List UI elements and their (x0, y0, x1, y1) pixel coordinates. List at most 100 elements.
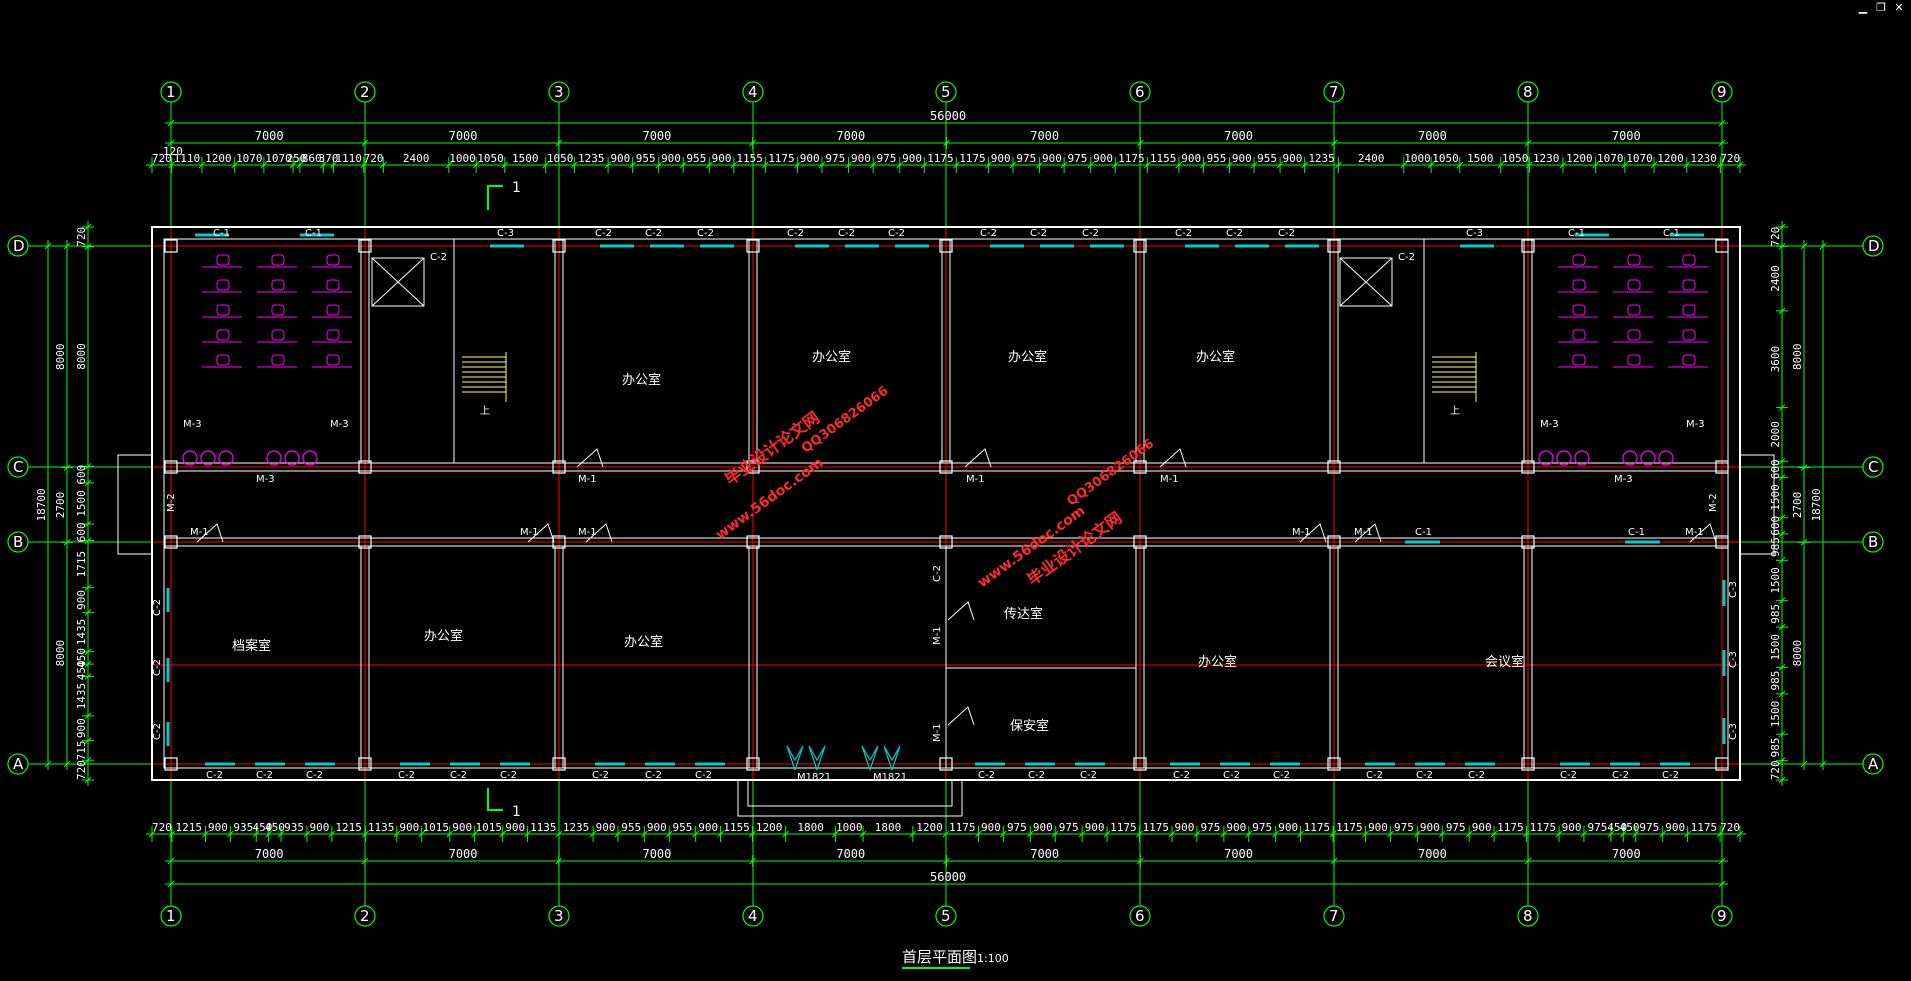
column (358, 535, 372, 549)
toilet-fixture (1682, 304, 1696, 316)
bottom-bay-dim-value: 7000 (1418, 847, 1447, 861)
element-tag-c-2: C-2 (592, 770, 609, 781)
element-tag-c-2: C-2 (980, 228, 997, 239)
element-tag-m-3: M-3 (1540, 419, 1559, 430)
column (1521, 460, 1535, 474)
top-detail-dim-value: 1230 (1690, 152, 1717, 165)
top-bay-dim-value: 7000 (1612, 129, 1641, 143)
close-button[interactable]: ✕ (1894, 1, 1904, 14)
bottom-detail-dim-value: 900 (1562, 821, 1582, 834)
bottom-detail-dim-value: 900 (1085, 821, 1105, 834)
bottom-detail-dim-value: 1215 (176, 821, 203, 834)
bottom-detail-dim-value: 975 (1446, 821, 1466, 834)
element-tag-c-2: C-2 (1028, 770, 1045, 781)
column (746, 239, 760, 253)
top-detail-dim-value: 1500 (512, 152, 539, 165)
element-tag-m-1: M-1 (1685, 527, 1704, 538)
element-tag-c-2: C-2 (1173, 770, 1190, 781)
top-detail-dim-value: 975 (877, 152, 897, 165)
toilet-fixture (326, 354, 340, 366)
dimension-lines (42, 118, 1829, 889)
element-tag-m-2: M-2 (166, 493, 177, 512)
bottom-total-dim-value: 56000 (930, 870, 966, 884)
top-detail-dim-value: 900 (1093, 152, 1113, 165)
bottom-detail-dim-value: 1800 (797, 821, 824, 834)
toilet-fixture (1682, 279, 1696, 291)
element-tag-m1821: M1821 (873, 772, 907, 783)
bottom-detail-dim-value: 900 (596, 821, 616, 834)
element-tag-c-2: C-2 (1398, 252, 1415, 263)
column (939, 460, 953, 474)
bottom-detail-dim-value: 1175 (1691, 821, 1718, 834)
bottom-detail-dim-value: 1175 (949, 821, 976, 834)
column (552, 535, 566, 549)
room-label: 档案室 (232, 638, 271, 654)
column (164, 535, 178, 549)
axis-letter-D: D (1868, 237, 1880, 255)
top-detail-dim-value: 1175 (1118, 152, 1145, 165)
top-detail-dim-value: 1175 (959, 152, 986, 165)
element-tag-c-2: C-2 (888, 228, 905, 239)
top-offset-dim: 120 (163, 145, 183, 158)
drawing-scale: 1:100 (977, 952, 1009, 965)
room-label: 传达室 (1004, 606, 1043, 622)
right-inner-dim-value: 720 (1769, 227, 1782, 247)
bottom-detail-dim-value: 935 (233, 821, 253, 834)
left-inner-dim-value: 8000 (75, 343, 88, 370)
axis-number-6: 6 (1135, 907, 1145, 925)
element-tag-m-1: M-1 (190, 527, 209, 538)
fixtures (166, 233, 1726, 771)
bottom-detail-dim-value: 975 (1252, 821, 1272, 834)
element-tag-m-1: M-1 (1292, 527, 1311, 538)
element-tag-c-1: C-1 (1568, 228, 1585, 239)
element-tag-m-1: M-1 (932, 723, 943, 742)
element-tag-c-1: C-1 (1415, 527, 1432, 538)
axis-number-8: 8 (1523, 83, 1533, 101)
element-tag-m-3: M-3 (330, 419, 349, 430)
right-outer-dim-value: 2700 (1791, 492, 1804, 519)
top-bay-dim-value: 7000 (255, 129, 284, 143)
top-detail-dim-value: 1235 (1308, 152, 1335, 165)
element-tag-m-3: M-3 (1686, 419, 1705, 430)
top-detail-dim-value: 1050 (1432, 152, 1459, 165)
element-tag-c-2: C-2 (645, 228, 662, 239)
right-outer-dim-value: 8000 (1791, 344, 1804, 371)
top-detail-dim-value: 900 (610, 152, 630, 165)
top-detail-dim-value: 900 (1181, 152, 1201, 165)
watermark-1: www.56doc.com 毕业设计论文网 QQ306826066 (713, 384, 891, 544)
top-detail-dim-value: 955 (1257, 152, 1277, 165)
bottom-detail-dim-value: 900 (647, 821, 667, 834)
bottom-detail-dim-value: 1135 (368, 821, 395, 834)
left-inner-dim-value: 900 (75, 590, 88, 610)
toilet-fixture (1682, 254, 1696, 266)
washbasin (200, 450, 216, 466)
element-tag-m1821: M1821 (797, 772, 831, 783)
door-swing (947, 601, 975, 621)
bottom-bay-dim-value: 7000 (1224, 847, 1253, 861)
top-detail-dim-value: 955 (636, 152, 656, 165)
room-label: 会议室 (1485, 654, 1524, 670)
restore-button[interactable]: ❐ (1876, 1, 1886, 14)
column (552, 239, 566, 253)
axis-number-5: 5 (941, 83, 951, 101)
toilet-fixture (1627, 329, 1641, 341)
column (1327, 460, 1341, 474)
toilet-fixture (1627, 254, 1641, 266)
right-outer-dim-value: 8000 (1791, 640, 1804, 667)
top-bay-dim-value: 7000 (1224, 129, 1253, 143)
element-tag-c-1: C-1 (305, 228, 322, 239)
column (358, 460, 372, 474)
minimize-button[interactable]: ▁ (1858, 1, 1868, 14)
door-swing (1689, 523, 1717, 543)
element-tag-m-1: M-1 (1160, 474, 1179, 485)
door-swing (585, 523, 613, 543)
bottom-detail-dim-value: 975 (1639, 821, 1659, 834)
element-tag-c-2: C-2 (152, 723, 163, 740)
door-swing (1299, 523, 1327, 543)
bottom-detail-dim-value: 900 (698, 821, 718, 834)
toilet-fixture (271, 279, 285, 291)
bottom-detail-dim-value: 900 (505, 821, 525, 834)
toilet-fixture (271, 254, 285, 266)
element-tag-c-2: C-2 (1278, 228, 1295, 239)
